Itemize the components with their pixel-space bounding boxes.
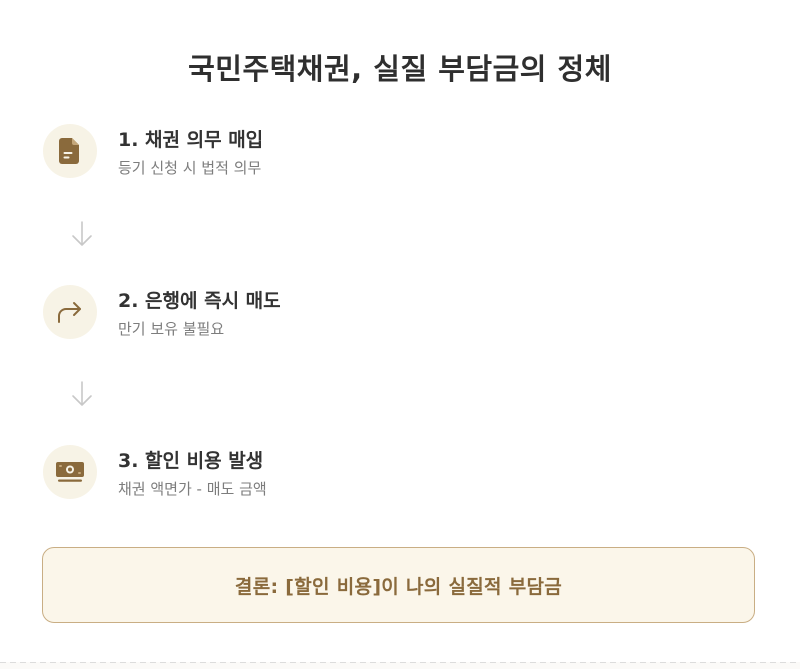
step-3-desc: 채권 액면가 - 매도 금액 [118, 480, 267, 498]
step-2-title: 2. 은행에 즉시 매도 [118, 290, 281, 312]
page-title: 국민주택채권, 실질 부담금의 정체 [188, 52, 612, 86]
step-2: 2. 은행에 즉시 매도 만기 보유 불필요 [43, 285, 643, 341]
step-1: 1. 채권 의무 매입 등기 신청 시 법적 의무 [43, 124, 643, 180]
down-arrow-icon [72, 221, 92, 246]
bottom-divider [0, 662, 800, 663]
conclusion-box: 결론: [할인 비용]이 나의 실질적 부담금 [42, 547, 755, 623]
down-arrow-icon [72, 381, 92, 406]
money-bill-icon [56, 462, 84, 482]
step-1-icon-circle [43, 124, 97, 178]
step-1-title: 1. 채권 의무 매입 [118, 129, 264, 151]
step-3-title: 3. 할인 비용 발생 [118, 450, 264, 472]
conclusion-text: 결론: [할인 비용]이 나의 실질적 부담금 [234, 575, 563, 598]
share-arrow-icon [58, 302, 81, 323]
step-2-desc: 만기 보유 불필요 [118, 320, 225, 338]
step-3: 3. 할인 비용 발생 채권 액면가 - 매도 금액 [43, 445, 643, 501]
step-2-icon-circle [43, 285, 97, 339]
document-icon [59, 138, 79, 164]
step-3-icon-circle [43, 445, 97, 499]
step-1-desc: 등기 신청 시 법적 의무 [118, 159, 262, 177]
